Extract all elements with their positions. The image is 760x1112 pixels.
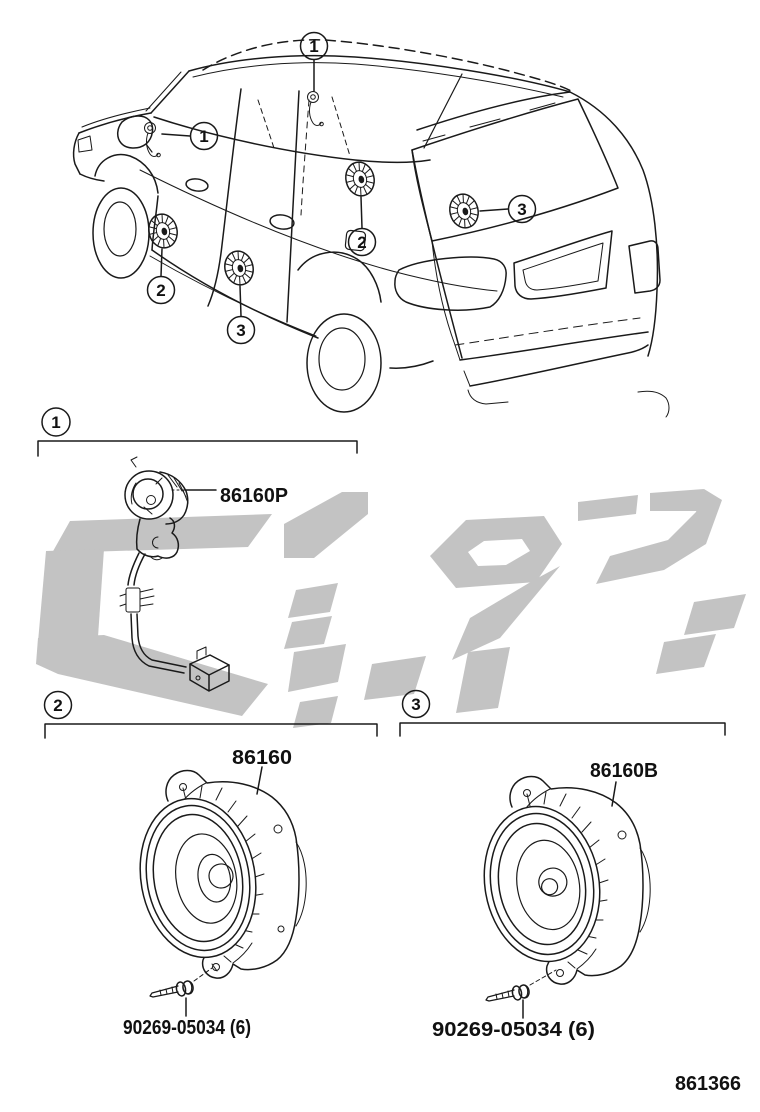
vehicle-illustration: 1 1 2 3 2 3 <box>72 31 670 418</box>
callout-label: 1 <box>309 37 318 56</box>
front-door-speaker-marker <box>144 210 182 252</box>
section-3-bracket <box>399 722 726 737</box>
screw-alignment-line <box>193 967 213 982</box>
callout-label: 3 <box>236 321 245 340</box>
section-1-tweeter: 1 <box>37 407 358 692</box>
speaker-86160-drawing <box>139 769 307 979</box>
rear-door-speaker-marker <box>341 158 379 200</box>
vehicle-callout-rear-quarter[interactable]: 3 <box>507 194 537 224</box>
callout-label: 2 <box>53 696 62 715</box>
section-3-callout[interactable]: 3 <box>401 689 431 719</box>
section-2-door-speaker: 2 86160 <box>43 690 378 1039</box>
vehicle-callout-rear-door[interactable]: 2 <box>347 227 377 257</box>
vehicle-callout-front-door[interactable]: 2 <box>146 275 176 305</box>
section-1-bracket <box>37 440 358 457</box>
screw-alignment-line <box>529 969 557 986</box>
vehicle-callout-sliding-door[interactable]: 3 <box>226 315 256 345</box>
sliding-door-speaker-marker <box>220 247 258 289</box>
rear-quarter-speaker-marker <box>445 190 483 232</box>
speaker-86160B-drawing <box>483 775 651 985</box>
callout-label: 2 <box>357 233 366 252</box>
fastener-number[interactable]: 90269-05034 (6) <box>123 1017 251 1039</box>
section-3-rear-speaker: 3 86160B <box>399 689 726 1041</box>
watermark-logo <box>36 489 746 728</box>
fastener-number[interactable]: 90269-05034 (6) <box>432 1019 595 1041</box>
screw-drawing <box>485 983 531 1002</box>
vehicle-callout-tweeter-roof[interactable]: 1 <box>299 31 329 61</box>
figure-number: 861366 <box>675 1073 741 1095</box>
section-2-callout[interactable]: 2 <box>43 690 73 720</box>
callout-label: 2 <box>156 281 165 300</box>
section-2-bracket <box>44 723 378 739</box>
callout-label: 3 <box>517 200 526 219</box>
part-number-86160B[interactable]: 86160B <box>590 760 658 782</box>
screw-drawing <box>149 979 195 998</box>
tweeter-marker-roof <box>307 91 324 127</box>
part-leader <box>611 781 617 807</box>
section-1-callout[interactable]: 1 <box>41 407 71 437</box>
part-number-86160P[interactable]: 86160P <box>220 485 288 507</box>
tweeter-assembly-drawing <box>119 456 230 692</box>
callout-label: 3 <box>411 695 420 714</box>
callout-label: 1 <box>51 413 60 432</box>
callout-label: 1 <box>199 127 208 146</box>
part-number-86160[interactable]: 86160 <box>232 747 292 769</box>
vehicle-callout-tweeter-pillar[interactable]: 1 <box>189 121 219 151</box>
